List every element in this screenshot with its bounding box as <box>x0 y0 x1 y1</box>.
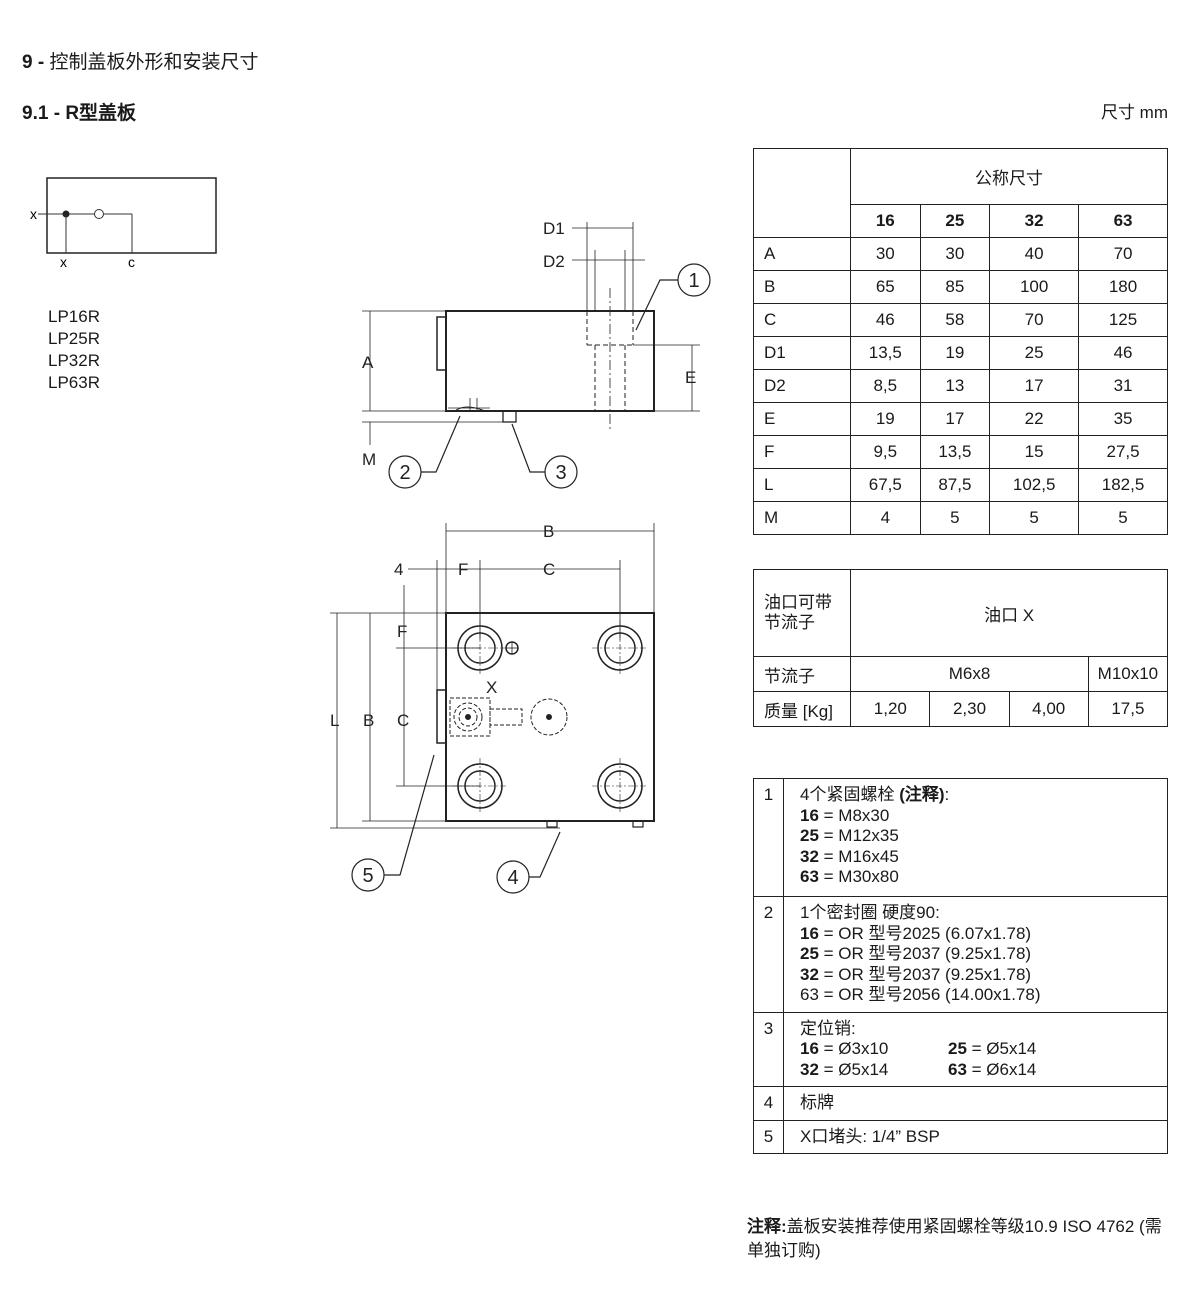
table-row: 节流子 M6x8 M10x10 <box>752 656 1169 692</box>
dim-label-a: A <box>362 353 374 372</box>
subsection-heading: 9.1 - R型盖板 <box>22 103 137 124</box>
dim-label-f-side: F <box>397 622 407 641</box>
model-item: LP63R <box>48 373 100 392</box>
model-item: LP32R <box>48 351 100 370</box>
orifice-symbol <box>94 209 104 219</box>
table-row: 质量 [Kg] 1,20 2,30 4,00 17,5 <box>752 691 1169 727</box>
dim-label-c-side: C <box>397 711 409 730</box>
top-view <box>330 523 655 829</box>
dim-label-m: M <box>362 450 376 469</box>
size-header: 16 <box>850 204 921 238</box>
model-list: LP16R LP25R LP32R LP63R <box>48 306 100 394</box>
note-row: 5 X口堵头: 1/4” BSP <box>753 1119 1168 1154</box>
port-label-x: X <box>486 678 497 697</box>
footnote: 注释:盖板安装推荐使用紧固螺栓等级10.9 ISO 4762 (需单独订购) <box>747 1217 1162 1260</box>
size-header: 25 <box>919 204 991 238</box>
side-view <box>362 222 700 445</box>
symbol-label-c: c <box>128 254 135 270</box>
dim-label-b-side: B <box>363 711 374 730</box>
section-heading: 9 - 控制盖板外形和安装尺寸 <box>22 52 259 73</box>
note-row: 2 1个密封圈 硬度90: 16 = OR 型号2025 (6.07x1.78)… <box>753 896 1168 1013</box>
callout-4-number: 4 <box>507 867 518 889</box>
model-item: LP25R <box>48 329 100 348</box>
dim-label-l: L <box>330 711 339 730</box>
dim-label-d1: D1 <box>543 219 565 238</box>
unit-label: 尺寸 mm <box>1100 103 1168 122</box>
callout-1-number: 1 <box>688 270 699 292</box>
symbol-label-x: x <box>60 254 67 270</box>
symbol-port-x: x <box>30 206 37 222</box>
dim-label-d2: D2 <box>543 252 565 271</box>
technical-drawing: D1 D2 A E M 1 2 3 <box>330 219 711 894</box>
nominal-size-header: 公称尺寸 <box>850 148 1168 205</box>
dim-label-f-top: F <box>458 560 468 579</box>
dim-label-e: E <box>685 368 696 387</box>
throttle-option-label: 油口可带 节流子 <box>752 569 852 657</box>
callout-5-number: 5 <box>362 865 373 887</box>
dim-label-c-top: C <box>543 560 555 579</box>
note-row: 4 标牌 <box>753 1086 1168 1121</box>
model-item: LP16R <box>48 307 100 326</box>
dim-label-4: 4 <box>394 560 403 579</box>
size-header: 63 <box>1078 204 1168 238</box>
size-header: 32 <box>989 204 1080 238</box>
dim-label-b-top: B <box>543 522 554 541</box>
callout-2-number: 2 <box>399 462 410 484</box>
port-x-header: 油口 X <box>850 569 1168 657</box>
notes-table: 1 4个紧固螺栓 (注释): 16 = M8x30 25 = M12x35 32… <box>753 778 1168 1154</box>
hydraulic-symbol: x x c <box>30 177 217 270</box>
port-weight-table: 油口可带 节流子 油口 X 节流子 M6x8 M10x10 质量 [Kg] 1,… <box>752 569 1169 727</box>
note-row: 1 4个紧固螺栓 (注释): 16 = M8x30 25 = M12x35 32… <box>753 778 1168 897</box>
callout-3-number: 3 <box>555 462 566 484</box>
